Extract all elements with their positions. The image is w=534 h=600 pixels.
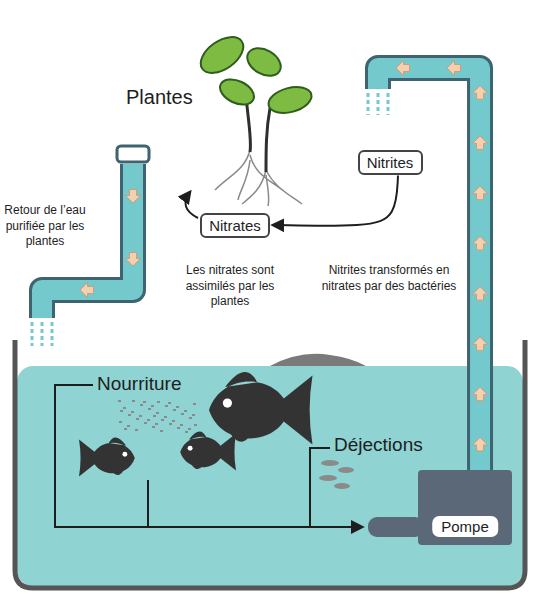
flow-arrow (473, 86, 488, 100)
waste (319, 460, 354, 489)
water-drops (387, 93, 390, 115)
water-drops (377, 93, 380, 115)
arrow-line (273, 176, 398, 226)
part-label: Nourriture (97, 372, 181, 397)
fish (209, 372, 313, 445)
flow-arrow (473, 287, 488, 301)
plant (194, 30, 314, 206)
flow-arrow (396, 61, 410, 76)
soil (68, 130, 459, 249)
flow-arrow (473, 337, 488, 351)
return-pipe (32, 164, 141, 346)
water-drops (51, 322, 54, 346)
water-drops (367, 93, 370, 115)
fish (79, 437, 135, 476)
water (17, 366, 523, 586)
rock (270, 354, 366, 366)
fish-group (79, 372, 313, 477)
pipe-inlet (117, 146, 149, 162)
water-drops (41, 322, 44, 346)
annotation-note: Retour de l’eau purifiée par les plantes (2, 203, 88, 250)
flow-arrow (473, 236, 488, 250)
conversion-arrow (273, 176, 398, 226)
node-text: Nitrates (209, 217, 261, 234)
pump-intake (368, 517, 424, 537)
uptake-arrow (186, 192, 199, 218)
leader-line (55, 385, 362, 527)
aquarium-tank (15, 340, 525, 588)
water-drops (31, 322, 34, 346)
annotation-note: Les nitrates sont assimilés par les plan… (168, 263, 292, 310)
flow-arrow (473, 387, 488, 401)
plants-heading: Plantes (126, 86, 193, 109)
food-particles (118, 400, 197, 433)
flow-arrow (126, 253, 141, 267)
fish (180, 431, 236, 470)
leader-line (147, 480, 149, 527)
flow-arrow (80, 283, 94, 298)
annotation-note: Nitrites transformés en nitrates par des… (316, 263, 462, 294)
node-text: Nitrites (367, 154, 414, 171)
tray-outline (67, 115, 460, 250)
pump-box: Pompe (418, 470, 512, 545)
grow-bed: PlantesNitritesNitrates (65, 115, 462, 252)
nitrite-box: Nitrites (358, 150, 423, 175)
nitrate-box: Nitrates (200, 213, 270, 238)
part-label: Déjections (334, 433, 423, 458)
flow-arrow (473, 136, 488, 150)
node-text: Pompe (432, 516, 498, 537)
flow-arrow (473, 437, 488, 451)
leader-line (310, 448, 330, 527)
flow-arrow (447, 61, 461, 76)
flow-arrow (473, 186, 488, 200)
flow-arrow (126, 190, 141, 204)
